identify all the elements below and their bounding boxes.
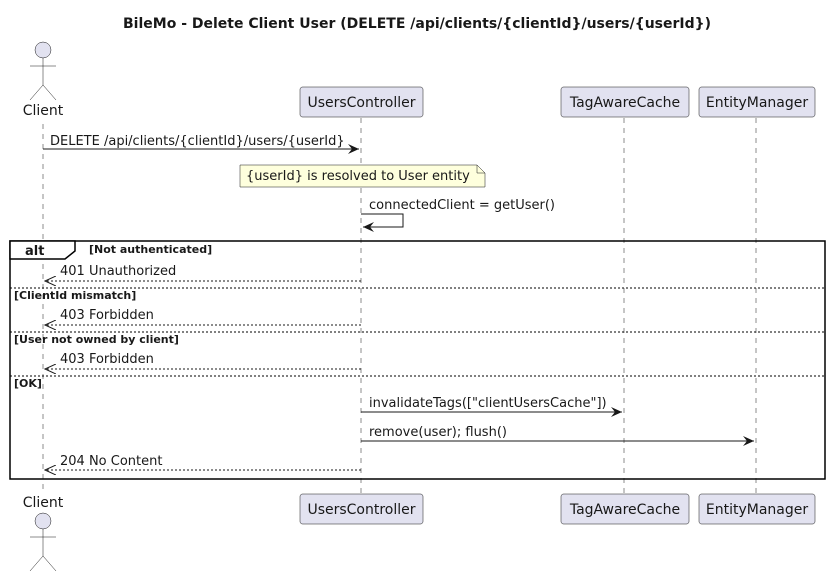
message-204-no-content: 204 No Content [45,454,361,470]
message-label: connectedClient = getUser() [369,198,555,213]
message-arrow [361,213,404,232]
message-label: remove(user); flush() [369,425,507,440]
message-label: invalidateTags(["clientUsersCache"]) [369,396,607,411]
message-label: 204 No Content [60,454,162,469]
alt-frame: alt [Not authenticated] [ClientId mismat… [9,240,826,480]
actor-client-bottom: Client [23,495,64,572]
message-delete-request: DELETE /api/clients/{clientId}/users/{us… [43,134,359,154]
actor-label: Client [23,103,64,119]
actor-label: Client [23,495,64,511]
actor-client-top: Client [23,41,64,119]
alt-guard: [User not owned by client] [14,333,179,346]
participant-users-controller-top: UsersController [299,86,424,118]
participant-label: EntityManager [706,502,808,518]
participant-label: UsersController [307,502,415,518]
message-401-unauthorized: 401 Unauthorized [45,264,361,281]
participant-entity-manager-bottom: EntityManager [698,493,816,525]
participant-label: EntityManager [706,95,808,111]
message-label: 403 Forbidden [60,352,154,367]
participant-label: TagAwareCache [569,95,680,111]
message-label: 403 Forbidden [60,308,154,323]
participant-users-controller-bottom: UsersController [299,493,424,525]
message-label: 401 Unauthorized [60,264,176,279]
participant-label: UsersController [307,95,415,111]
alt-keyword: alt [25,244,44,259]
message-403-forbidden: 403 Forbidden [45,308,361,325]
message-remove-flush: remove(user); flush() [361,425,754,446]
participant-entity-manager-top: EntityManager [698,86,816,118]
actor-icon [29,41,57,101]
message-invalidate-tags: invalidateTags(["clientUsersCache"]) [361,396,622,417]
alt-guard: [ClientId mismatch] [14,289,136,302]
diagram-title: BileMo - Delete Client User (DELETE /api… [123,16,711,32]
participant-tag-aware-cache-top: TagAwareCache [560,86,690,118]
message-label: DELETE /api/clients/{clientId}/users/{us… [50,134,345,149]
participant-tag-aware-cache-bottom: TagAwareCache [560,493,690,525]
alt-guard: [Not authenticated] [89,243,212,256]
note-text: {userId} is resolved to User entity [246,169,470,184]
message-403-forbidden: 403 Forbidden [45,352,361,369]
actor-icon [29,512,57,572]
note: {userId} is resolved to User entity [239,164,486,188]
participant-label: TagAwareCache [569,502,680,518]
message-get-user: connectedClient = getUser() [361,198,555,232]
alt-guard: [OK] [14,377,42,390]
